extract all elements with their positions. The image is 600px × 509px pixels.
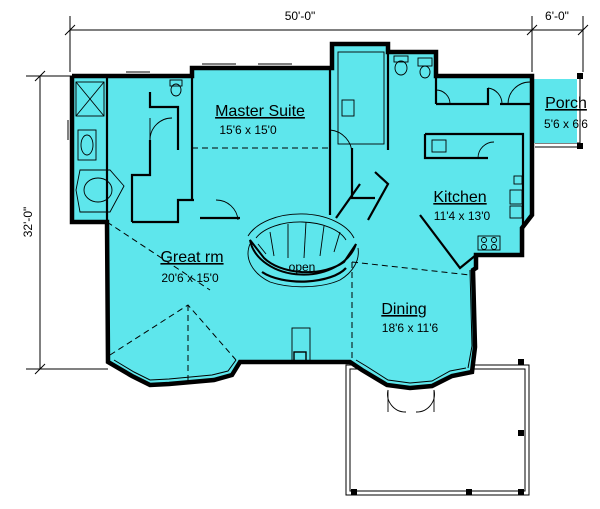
- dining-name: Dining: [381, 301, 426, 318]
- kitchen-fixtures: [431, 139, 523, 251]
- curved-staircase: [247, 213, 359, 288]
- great-room-name: Great rm: [160, 249, 223, 266]
- open-label: open: [289, 260, 316, 274]
- dimension-lines: [26, 16, 589, 375]
- overall-depth-label: 32'-0": [21, 207, 35, 238]
- overall-width-label: 50'-0": [285, 9, 316, 23]
- great-room-size: 20'6 x 15'0: [161, 271, 219, 285]
- bathroom-fixtures: [75, 51, 433, 213]
- bay-windows: [67, 63, 473, 384]
- exterior-walls: [69, 41, 535, 391]
- doors: [149, 81, 531, 413]
- master-suite-size: 15'6 x 15'0: [219, 123, 277, 137]
- porch-name: Porch: [545, 95, 587, 112]
- porch-size: 5'6 x 6'6: [544, 117, 588, 131]
- kitchen-size: 11'4 x 13'0: [434, 209, 491, 223]
- porch-fill: [532, 79, 577, 143]
- dining-size: 18'6 x 11'6: [382, 321, 439, 335]
- kitchen-name: Kitchen: [433, 189, 486, 206]
- fireplace: [291, 327, 311, 363]
- interior-walls: [105, 52, 532, 270]
- master-suite-name: Master Suite: [215, 103, 305, 120]
- floor-fill: [72, 44, 532, 388]
- dashed-lines: [106, 147, 471, 383]
- porch-width-label: 6'-0": [545, 9, 569, 23]
